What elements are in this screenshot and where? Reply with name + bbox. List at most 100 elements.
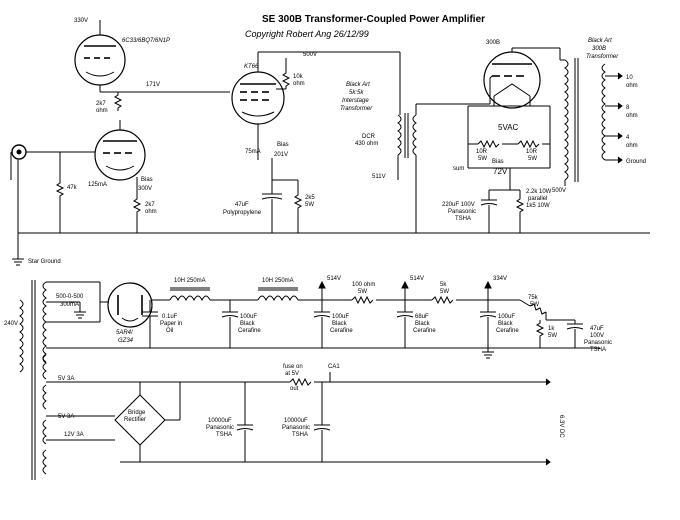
c1-type2: Oil [166, 328, 173, 334]
choke-2 [257, 287, 299, 302]
star-ground-label: Star Ground [28, 259, 61, 265]
ba-interstage-1: Black Art [346, 82, 370, 88]
c47-label: 47uF [235, 202, 249, 208]
resistor-s3 [529, 303, 547, 315]
ba-output-1: Black Art [588, 38, 612, 44]
resistor-10r-a [477, 139, 500, 149]
choke2-label: 10H 250mA [262, 278, 294, 284]
capacitor-c2 [221, 311, 239, 318]
c5-brand: Black [498, 321, 514, 327]
capacitor-220uf [480, 199, 498, 206]
r47k-label: 47k [67, 185, 78, 191]
r2k5-watts: 5W [305, 202, 314, 208]
fuse-label-3: out [290, 386, 299, 392]
capacitor-c5 [479, 311, 497, 318]
capacitor-c4 [396, 311, 414, 318]
resistor-s1 [351, 295, 374, 305]
c7-type: TSHA [216, 432, 232, 438]
kt66-label: KT66 [244, 64, 259, 70]
rectifier-tube [107, 282, 153, 328]
primary-label: 240V [4, 321, 18, 327]
input-jack [11, 144, 27, 160]
fuse-label-1: fuse on [283, 364, 303, 370]
rs1-watts: 5W [358, 289, 367, 295]
driver-tube-lower [94, 129, 146, 181]
rs2-label: 5k [440, 282, 447, 288]
rs4-label: 1k [548, 326, 555, 332]
ba-interstage-4: Transformer [340, 106, 373, 112]
ca-label: CA1 [328, 364, 340, 370]
title: SE 300B Transformer-Coupled Power Amplif… [262, 14, 485, 25]
out4-label: 4 [626, 135, 630, 141]
out8-label: 8 [626, 105, 630, 111]
v500-label: 500V [303, 52, 317, 58]
bridge-label-1: Bridge [128, 410, 146, 416]
c3-type: Cerafine [330, 328, 353, 334]
dcr-value: 430 ohm [355, 141, 378, 147]
r2k7a-unit: ohm [96, 108, 108, 114]
v500b-label: 500V [552, 188, 566, 194]
ba-output-3: Transformer [586, 54, 619, 60]
ps-ground-1 [74, 311, 86, 319]
driver-tube-label: 6C33/6BQ7/6N1P [122, 38, 170, 44]
rs3-watts: 5W [530, 302, 539, 308]
vac-label: 5VAC [498, 123, 519, 132]
c6-label: 47uF [590, 326, 604, 332]
c4-label: 68uF [415, 314, 429, 320]
c7-label: 10000uF [208, 418, 232, 424]
c2-brand: Black [240, 321, 256, 327]
resistor-10k-a [281, 70, 291, 89]
r75-label: 75mA [245, 149, 261, 155]
ground-symbol [12, 258, 24, 266]
c8-type: TSHA [292, 432, 308, 438]
subtitle: Copyright Robert Ang 26/12/99 [245, 29, 369, 39]
out4-unit: ohm [626, 143, 638, 149]
output-tube-300b [483, 51, 541, 109]
c3-brand: Black [332, 321, 348, 327]
lv4-label: 12V 3A [64, 432, 84, 438]
rect-label-b: GZ34 [118, 338, 134, 344]
resistor-parallel [515, 196, 525, 215]
driver-tube-upper [74, 34, 126, 86]
mains-transformer [19, 280, 47, 480]
bias2-label: Bias [277, 142, 289, 148]
rpar-value2: 1k5 10W [526, 203, 550, 209]
c8-label: 10000uF [284, 418, 308, 424]
c2-label: 100uF [240, 314, 257, 320]
capacitor-c3 [313, 311, 331, 318]
rect-label-a: 5AR4/ [116, 330, 134, 336]
resistor-s4 [535, 320, 545, 339]
c4-brand: Black [415, 321, 431, 327]
resistor-2k7-b [132, 196, 142, 215]
c5-label: 100uF [498, 314, 515, 320]
ba-output-2: 300B [592, 46, 606, 52]
c8-brand: Panasonic [282, 425, 310, 431]
v72-label: 72V [493, 167, 508, 176]
r2k7b-unit: ohm [145, 209, 157, 215]
ba-interstage-2: 5k:5k [349, 90, 364, 96]
sum-label: sum [453, 166, 464, 172]
capacitor-c8 [313, 424, 331, 431]
out10-unit: ohm [626, 83, 638, 89]
c6-brand: Panasonic [584, 340, 612, 346]
fuse-resistor [289, 377, 312, 387]
c6-type: TSHA [590, 347, 606, 353]
ba-interstage-3: Interstage [342, 98, 369, 104]
rs2-watts: 5W [440, 289, 449, 295]
capacitor-c7 [236, 424, 254, 431]
r2k5-label: 2k5 [305, 195, 315, 201]
c3-label: 100uF [332, 314, 349, 320]
bias1-label: Bias [141, 177, 153, 183]
c47-type: Polypropylene [223, 210, 262, 216]
out8-unit: ohm [626, 113, 638, 119]
rs1-label: 100 ohm [352, 282, 375, 288]
c4-type: Cerafine [413, 328, 436, 334]
rs4-watts: 5W [548, 333, 557, 339]
v330-label: 330V [74, 18, 88, 24]
choke1-label: 10H 250mA [174, 278, 206, 284]
r10rb-watts: 5W [528, 156, 537, 162]
rs3-label: 75k [528, 295, 539, 301]
bias2-value: 201V [274, 152, 288, 158]
r10k-unit: ohm [293, 81, 305, 87]
